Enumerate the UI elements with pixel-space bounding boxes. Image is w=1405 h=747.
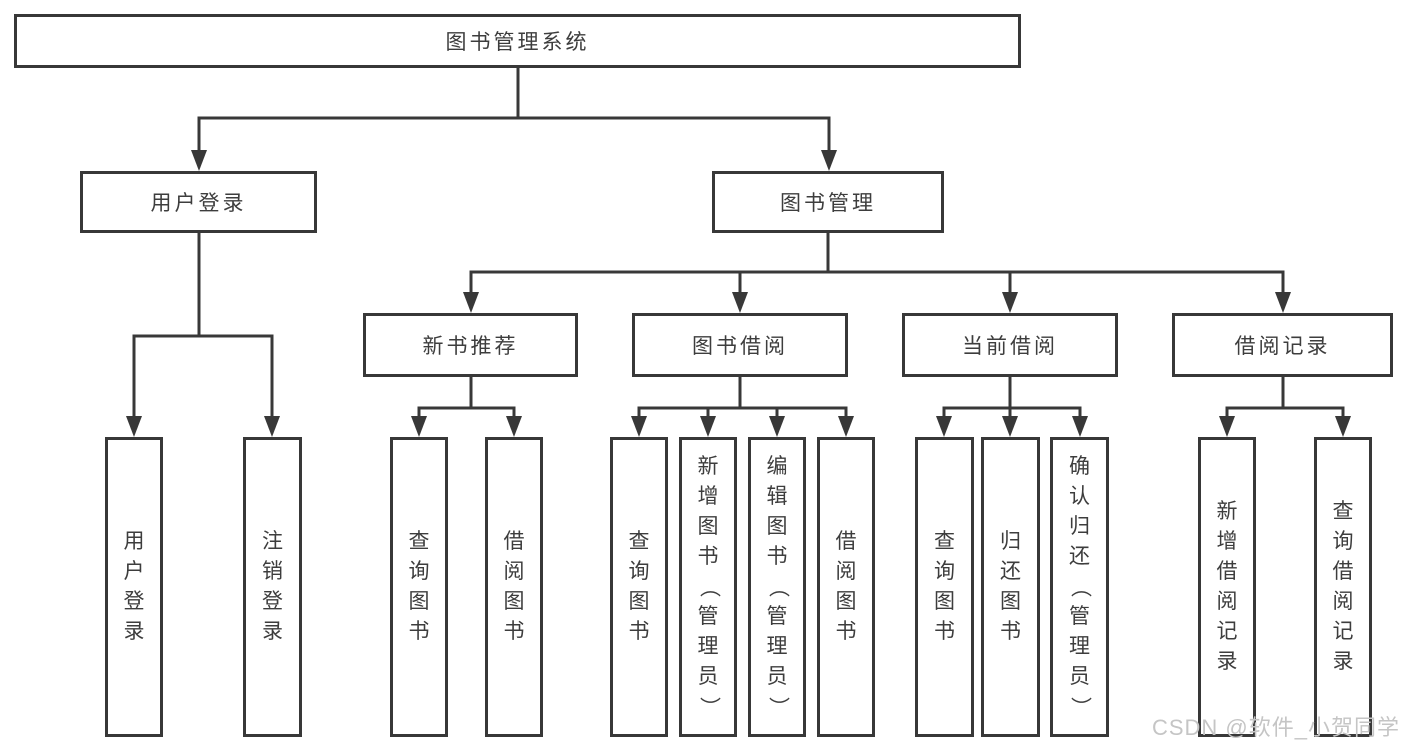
leaf-label: 用户登录 [123, 530, 145, 643]
node-root: 图书管理系统 [14, 14, 1021, 68]
arrowhead-icon [732, 292, 748, 313]
node-label: 用户登录 [150, 192, 247, 215]
arrowhead-icon [1002, 416, 1018, 437]
leaf-add-borrow-record: 新增借阅记录 [1198, 437, 1256, 737]
leaf-edit-book-admin: 编辑图书（管理员） [748, 437, 806, 737]
arrowhead-icon [191, 150, 207, 171]
arrowhead-icon [700, 416, 716, 437]
arrowhead-icon [936, 416, 952, 437]
leaf-label: 编辑图书（管理员） [766, 455, 789, 718]
node-book-borrow: 图书借阅 [632, 313, 848, 377]
arrowhead-icon [264, 416, 280, 437]
node-new-book-recommend: 新书推荐 [363, 313, 578, 377]
node-user-login: 用户登录 [80, 171, 317, 233]
node-book-management: 图书管理 [712, 171, 944, 233]
arrowhead-icon [126, 416, 142, 437]
leaf-label: 借阅图书 [835, 530, 857, 643]
node-label: 新书推荐 [422, 335, 519, 358]
connector-root-to-level1 [197, 68, 831, 151]
leaf-label: 查询图书 [408, 530, 430, 643]
node-root-label: 图书管理系统 [445, 31, 590, 54]
arrowhead-icon [631, 416, 647, 437]
leaf-confirm-return-admin: 确认归还（管理员） [1050, 437, 1109, 737]
arrowhead-icon [769, 416, 785, 437]
arrowhead-icon [1002, 292, 1018, 313]
node-label: 图书管理 [780, 192, 876, 215]
node-label: 图书借阅 [692, 335, 788, 358]
connector-borrowrecords-to-leaves [1225, 377, 1345, 418]
node-label: 当前借阅 [962, 335, 1058, 358]
leaf-query-books: 查询图书 [390, 437, 448, 737]
leaf-borrow-books-2: 借阅图书 [817, 437, 875, 737]
arrowhead-icon [1275, 292, 1291, 313]
leaf-label: 归还图书 [1000, 530, 1021, 643]
leaf-label: 借阅图书 [503, 530, 525, 643]
leaf-label: 注销登录 [262, 530, 283, 643]
watermark: CSDN @软件_小贺同学 [1151, 715, 1400, 740]
connector-newbook-to-leaves [417, 377, 516, 418]
leaf-borrow-books: 借阅图书 [485, 437, 543, 737]
leaf-query-books-3: 查询图书 [915, 437, 974, 737]
arrowhead-icon [463, 292, 479, 313]
arrowhead-icon [821, 150, 837, 171]
connector-userlogin-to-leaves [132, 233, 274, 418]
leaf-label: 确认归还（管理员） [1068, 455, 1092, 718]
node-borrow-records: 借阅记录 [1172, 313, 1393, 377]
leaf-return-book: 归还图书 [981, 437, 1040, 737]
leaf-label: 新增借阅记录 [1216, 500, 1238, 673]
node-current-borrow: 当前借阅 [902, 313, 1118, 377]
leaf-label: 新增图书（管理员） [697, 455, 720, 718]
leaf-user-login: 用户登录 [105, 437, 163, 737]
leaf-query-books-2: 查询图书 [610, 437, 668, 737]
leaf-label: 查询图书 [628, 530, 650, 643]
leaf-label: 查询图书 [934, 530, 955, 643]
arrowhead-icon [1219, 416, 1235, 437]
leaf-add-book-admin: 新增图书（管理员） [679, 437, 737, 737]
node-label: 借阅记录 [1234, 335, 1331, 358]
arrowhead-icon [506, 416, 522, 437]
leaf-logout: 注销登录 [243, 437, 302, 737]
arrowhead-icon [1335, 416, 1351, 437]
connector-bookmgmt-to-level2 [469, 233, 1285, 293]
leaf-label: 查询借阅记录 [1332, 500, 1354, 673]
arrowhead-icon [838, 416, 854, 437]
connector-currentborrow-to-leaves [942, 377, 1082, 418]
arrowhead-icon [1072, 416, 1088, 437]
arrowhead-icon [411, 416, 427, 437]
connector-bookborrow-to-leaves [637, 377, 848, 418]
leaf-query-borrow-record: 查询借阅记录 [1314, 437, 1372, 737]
